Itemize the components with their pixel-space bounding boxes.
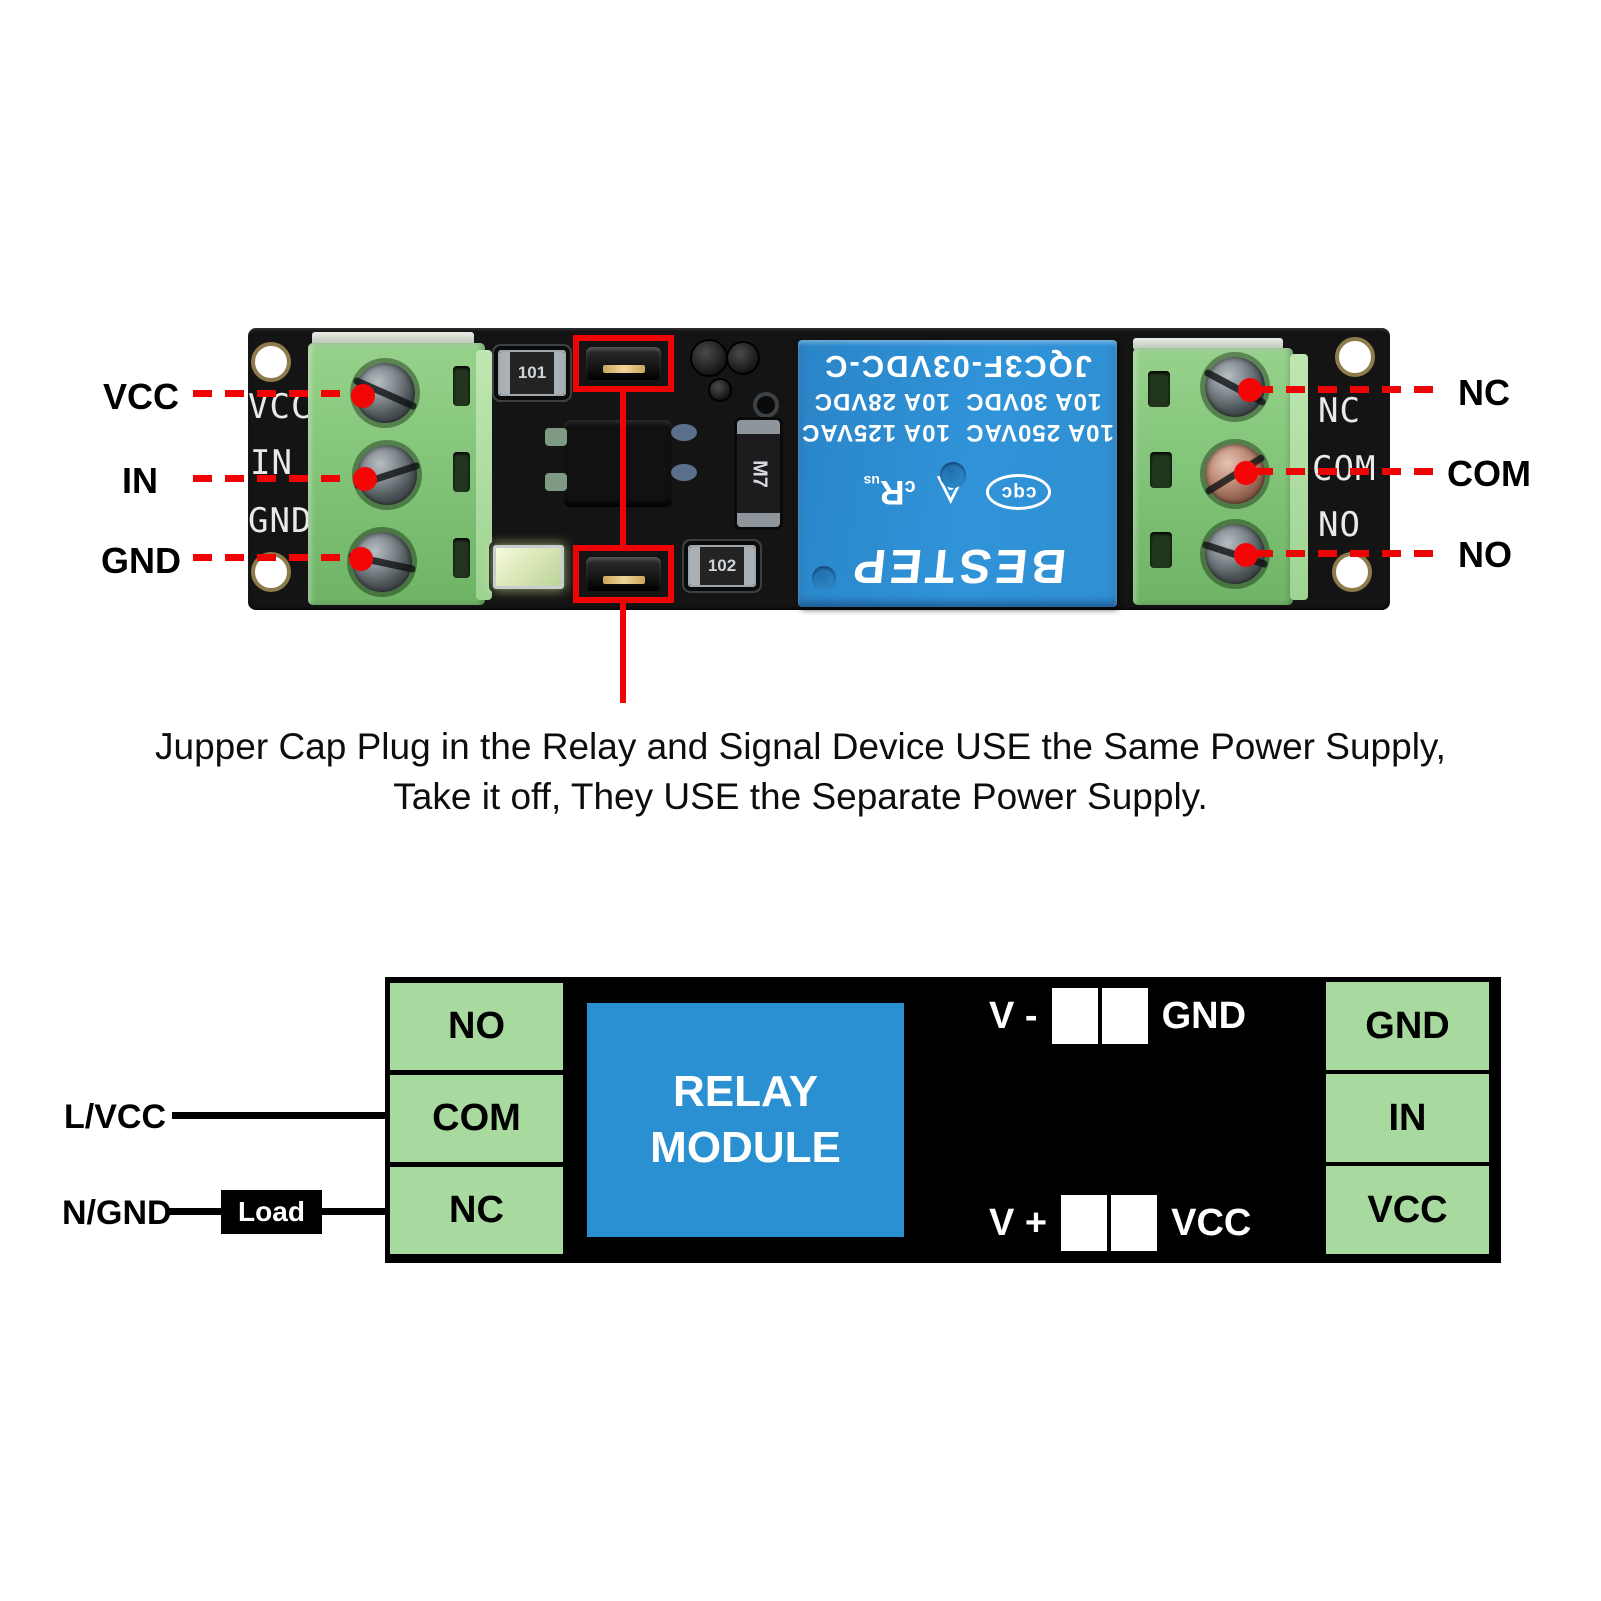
jumper-connector-line [620,392,626,545]
jumper-pads-bottom [1061,1195,1158,1251]
load-box: Load [221,1190,322,1234]
label-no: NO [1458,534,1512,575]
callout-dash-in [193,475,365,482]
diagram-cell-com: COM [390,1075,563,1162]
jumper-highlight-top [573,335,674,392]
mounting-hole-bottom-right [1332,552,1372,592]
wire-slot [1150,532,1172,568]
callout-dash-gnd [193,554,361,561]
label-in: IN [122,460,158,501]
relay-module-box: RELAY MODULE [587,1003,904,1237]
jumper-cap-top [586,347,661,380]
transistor-cap [728,343,758,373]
optocoupler-pin [671,424,697,441]
wire-lvcc [172,1112,385,1119]
mounting-hole-top-left [251,342,291,382]
diode-m7: M7 [737,420,780,527]
terminal-top-strip-left [312,332,474,345]
wire-slot [453,366,470,406]
relay-model: JQC3F-03VDC-C [823,349,1092,384]
silkscreen-no: NO [1318,505,1361,545]
optocoupler-pin [545,428,567,446]
vplus-row: V + VCC [989,1195,1251,1251]
label-vcc: VCC [103,376,180,417]
jumper-note: Jupper Cap Plug in the Relay and Signal … [0,722,1601,822]
terminal-flange-right [1290,354,1308,600]
ext-label-ngnd: N/GND [62,1194,172,1232]
optocoupler-ic [563,420,673,507]
jumper-pads-top [1051,988,1148,1044]
relay-module-line2: MODULE [650,1123,841,1172]
ul-logo: cRus [863,473,916,512]
relay-component: BESTEP cqc ◬ cRus 10A 250VAC 10A 125VAC … [798,340,1117,607]
smd-resistor-101: 101 [498,350,566,396]
diagram-cell-in: IN [1326,1074,1489,1162]
ext-label-lvcc: L/VCC [64,1098,166,1136]
callout-dot-nc [1238,378,1262,402]
vplus-label: V + [989,1201,1048,1244]
callout-dash-vcc [193,390,363,397]
relay-rating-ac: 10A 250VAC 10A 125VAC [801,419,1114,446]
relay-ratings: 10A 250VAC 10A 125VAC 10A 30VDC 10A 28VD… [801,348,1114,446]
callout-dash-com [1254,468,1442,475]
callout-dash-nc [1254,386,1442,393]
relay-module-line1: RELAY [672,1067,819,1116]
silkscreen-in: IN [250,443,293,483]
smd-resistor-102: 102 [688,545,756,587]
relay-brand: BESTEP [846,539,1069,592]
silkscreen-gnd: GND [248,501,313,541]
callout-dot-vcc [351,384,375,408]
wire-slot [1150,452,1172,488]
jumper-cap-bottom [586,557,661,591]
wire-slot [1148,371,1170,407]
optocoupler-pin [671,464,697,481]
solder-joint [710,380,730,400]
status-led [493,545,564,589]
jumper-note-line1: Jupper Cap Plug in the Relay and Signal … [155,726,1446,767]
optocoupler-pin [545,473,567,491]
terminal-flange-left [476,350,492,600]
transistor-cap [692,341,726,375]
label-gnd: GND [101,540,181,581]
wire-ngnd-to-load [168,1208,221,1215]
diagram-cell-vcc: VCC [1326,1166,1489,1254]
diagram-cell-no: NO [390,983,563,1070]
relay-mold-mark [940,462,966,488]
diagram-cell-gnd: GND [1326,982,1489,1070]
callout-dot-com [1234,461,1258,485]
callout-dot-gnd [349,547,373,571]
module-diagram: NO COM NC RELAY MODULE V - GND V + VCC G… [385,977,1501,1263]
cqc-logo: cqc [985,474,1052,510]
jumper-note-line2: Take it off, They USE the Separate Power… [393,776,1208,817]
callout-dot-in [353,467,377,491]
silkscreen-nc: NC [1318,391,1361,431]
vminus-row: V - GND [989,988,1246,1044]
mounting-hole-top-right [1335,337,1375,377]
wire-slot [453,452,470,492]
label-nc: NC [1458,372,1510,413]
wire-load-to-nc [322,1208,385,1215]
vminus-label: V - [989,994,1038,1037]
vplus-pin-label: VCC [1171,1201,1252,1244]
label-com: COM [1447,453,1531,494]
vminus-pin-label: GND [1161,994,1247,1037]
relay-mold-mark [812,566,836,590]
jumper-highlight-bottom [573,545,674,603]
diagram-cell-nc: NC [390,1167,563,1254]
callout-dot-no [1234,543,1258,567]
jumper-callout-line [620,603,626,703]
wire-slot [453,538,470,578]
terminal-top-strip-right [1133,338,1283,350]
relay-rating-dc: 10A 30VDC 10A 28VDC [813,388,1102,415]
via-pad [753,392,779,418]
callout-dash-no [1254,550,1442,557]
